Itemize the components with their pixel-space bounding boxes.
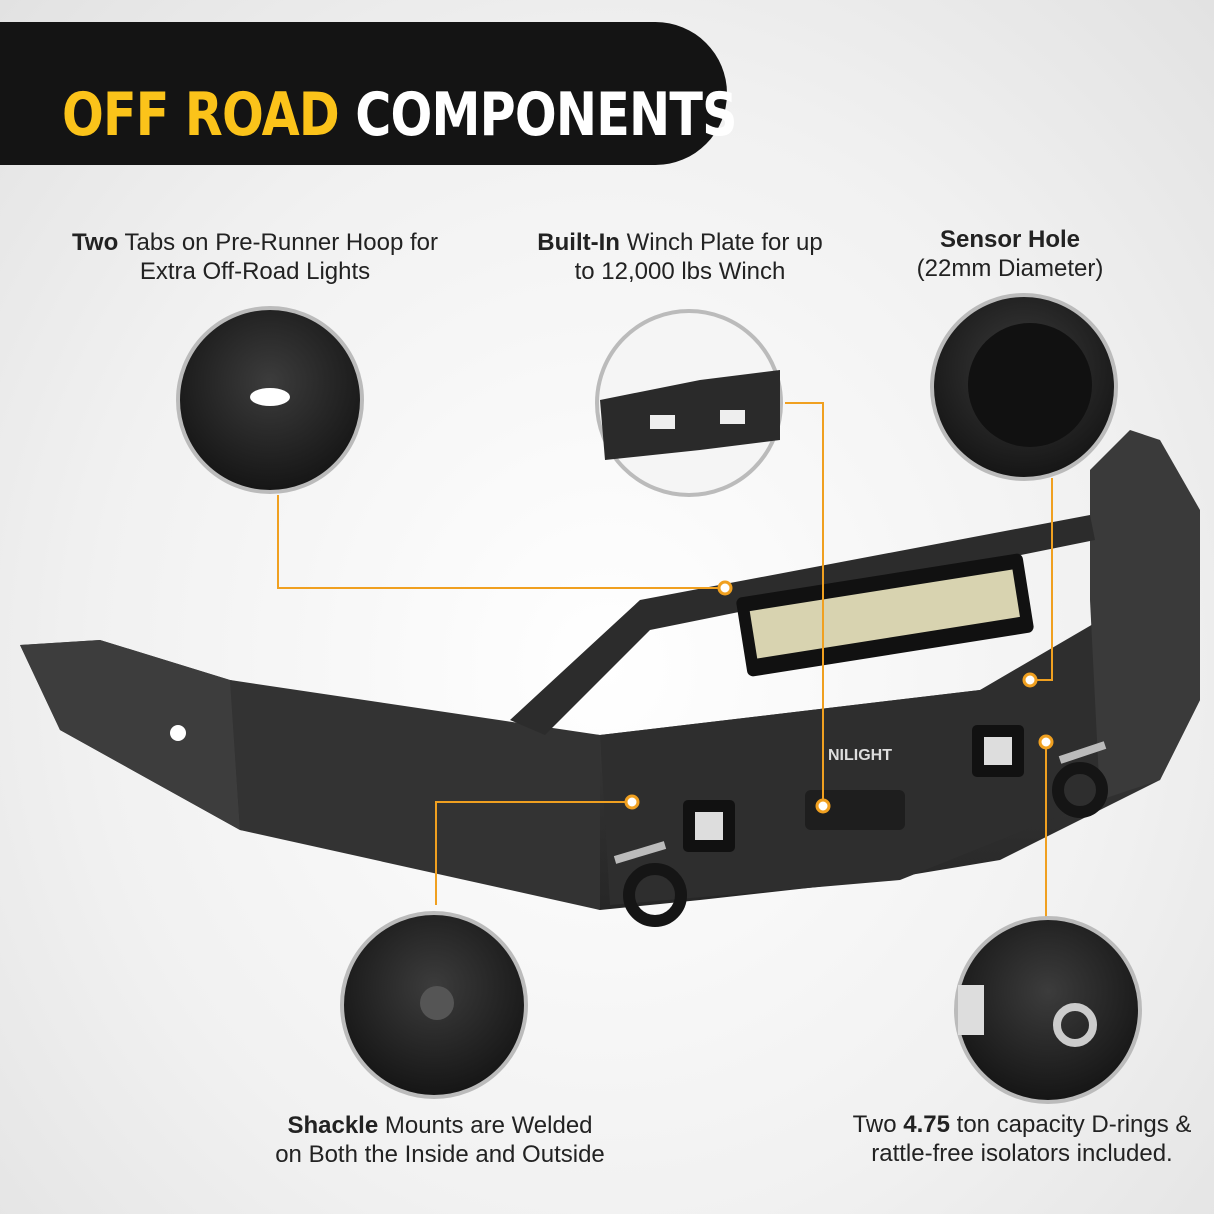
leader-lines — [277, 402, 1053, 918]
bumper-body — [20, 430, 1200, 927]
detail-circle-d-rings — [954, 916, 1142, 1104]
detail-circle-sensor-hole — [930, 293, 1118, 481]
detail-circle-shackle-mount — [340, 911, 528, 1099]
header-banner: OFF ROAD COMPONENTS — [0, 22, 738, 165]
page-title: OFF ROAD COMPONENTS — [62, 80, 738, 150]
callout-dots — [624, 580, 1054, 814]
callout-d-rings: Two 4.75 ton capacity D-rings & rattle-f… — [852, 1111, 1192, 1167]
callout-tabs: Two Tabs on Pre-Runner Hoop for Extra Of… — [72, 229, 438, 285]
detail-circle-winch-plate — [595, 309, 783, 497]
callout-winch-plate: Built-In Winch Plate for up to 12,000 lb… — [537, 229, 823, 285]
brand-logo: NILIGHT — [828, 747, 892, 764]
detail-circle-tabs — [176, 306, 364, 494]
callout-sensor-hole: Sensor Hole (22mm Diameter) — [916, 226, 1104, 282]
callout-shackle-mount: Shackle Mounts are Welded on Both the In… — [275, 1112, 605, 1168]
